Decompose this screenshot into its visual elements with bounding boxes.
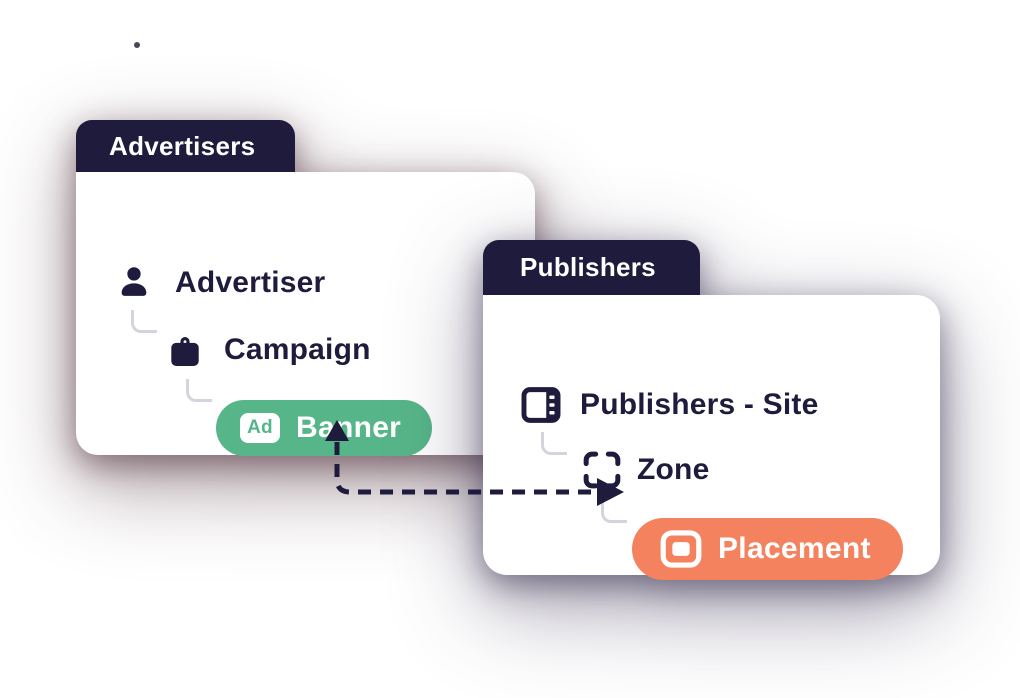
cursor-dot <box>134 42 140 48</box>
tab-advertisers[interactable]: Advertisers <box>76 120 295 172</box>
site-icon <box>521 387 561 423</box>
briefcase-icon <box>171 337 199 366</box>
placement-button[interactable]: Placement <box>632 518 903 580</box>
tree-connector <box>601 500 627 523</box>
tree-connector <box>131 310 157 333</box>
tab-publishers[interactable]: Publishers <box>483 240 700 295</box>
placement-button-label: Placement <box>718 532 871 565</box>
advertisers-card: Advertiser Campaign Ad Banner <box>76 172 535 456</box>
publishers-panel: Publishers Publishers - Site Zone <box>483 240 940 580</box>
user-icon <box>121 267 147 296</box>
tree-connector <box>186 379 212 402</box>
placement-icon <box>660 530 702 568</box>
banner-button[interactable]: Ad Banner <box>216 400 432 456</box>
tree-connector <box>541 432 567 455</box>
advertisers-tab-label: Advertisers <box>109 130 256 161</box>
zone-icon <box>583 451 621 489</box>
tree-item-publishers-site: Publishers - Site <box>580 388 819 421</box>
advertisers-panel: Advertisers Advertiser Campaign Ad Banne… <box>76 120 535 456</box>
tree-item-zone: Zone <box>637 453 710 486</box>
tree-item-campaign: Campaign <box>224 333 371 366</box>
tree-item-advertiser: Advertiser <box>175 266 326 299</box>
publishers-tab-label: Publishers <box>520 252 656 282</box>
ad-badge-icon: Ad <box>240 413 280 443</box>
publishers-card: Publishers - Site Zone Placement <box>483 295 940 580</box>
banner-button-label: Banner <box>296 411 402 444</box>
